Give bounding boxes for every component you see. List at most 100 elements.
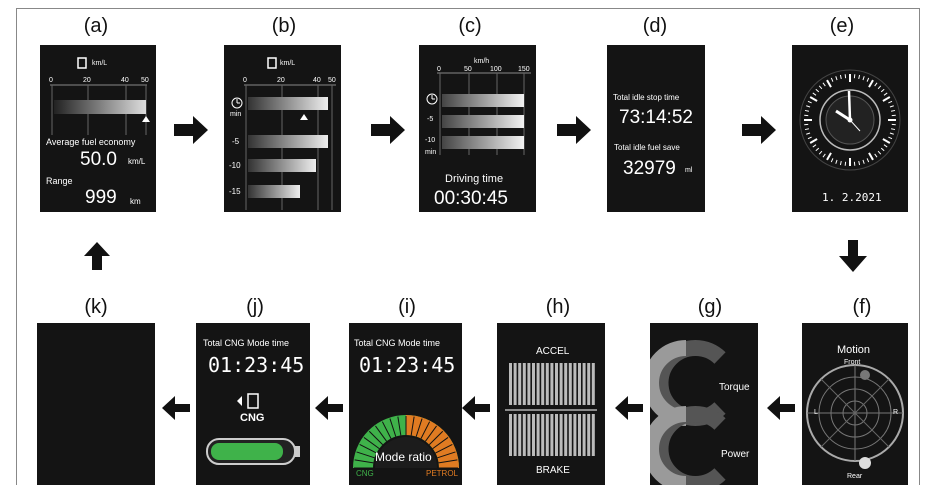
fuel-pump-icon [77,57,87,69]
speed-bar-0 [442,94,524,107]
figure-frame [16,8,920,485]
panel-i-screen: Total CNG Mode time 01:23:45 Mode ratio … [349,323,462,485]
bar-5 [248,135,328,148]
motion-front: Front [844,359,861,366]
motion-right: R [893,409,899,416]
clock-tick [877,150,882,155]
panel-b-tick-1: 20 [277,77,285,84]
panel-b-row-1: -5 [232,137,240,146]
clock-tick [874,153,878,158]
brake-bar [568,414,572,456]
panel-b-row-0: min [230,111,242,118]
clock-tick [888,100,893,104]
accel-bar [555,363,558,405]
clock-tick [880,88,885,93]
label-h: (h) [545,296,571,318]
clock-tick [812,92,817,96]
accel-bar [582,363,586,405]
petrol-label: PETROL [426,469,459,478]
panel-h-graphics [505,363,597,456]
power-label: Power [721,449,750,460]
ratio-tick [420,421,431,439]
ratio-tick [428,430,444,446]
panel-d-screen: Total idle stop time 73:14:52 Total idle… [607,45,705,212]
label-a: (a) [83,15,109,37]
brake-bar [532,414,535,456]
panel-b-screen: km/L 0 20 40 50 min -5 -10 -15 [224,45,341,212]
clock-tick [880,147,885,152]
panel-b-unit: km/L [280,60,296,67]
panel-g-screen: Torque Power [650,323,758,485]
torque-label: Torque [719,382,750,393]
panel-c-screen: km/h 0 50 100 150 -5 -10 min Driving tim… [419,45,536,212]
idle-stop-value: 73:14:52 [619,107,693,128]
brake-bar [509,414,512,456]
brake-bar [587,414,591,456]
arrow-h-to-i [462,396,490,420]
clock-tick [822,153,826,158]
brake-bar [578,414,581,456]
ratio-tick [389,418,397,437]
clock-tick [868,79,874,88]
brake-bar [555,414,558,456]
accel-bar [522,363,526,405]
motion-title: Motion [837,344,871,356]
ratio-tick [438,459,458,464]
clock-tick [883,92,888,96]
label-e: (e) [829,15,855,37]
mode-ratio-label: Mode ratio [375,450,432,464]
clock-tick [862,159,865,164]
panel-b-graphics [231,57,336,210]
clock-tick [830,77,834,82]
accel-bar [578,363,581,405]
accel-bar [591,363,595,405]
ratio-tick [363,437,380,450]
ratio-tick [375,425,388,442]
brake-bar [522,414,526,456]
brake-bar [564,414,568,456]
panel-b-tick-0: 0 [243,77,247,84]
speed-bar-2 [442,136,524,149]
clock-tick [835,159,838,164]
brake-bar [573,414,577,456]
clock-tick [809,96,818,102]
brake-bar [545,414,549,456]
accel-bar [587,363,591,405]
label-f: (f) [852,296,872,318]
motion-left: L [814,409,818,416]
clock-tick [882,138,891,144]
avg-fuel-unit: km/L [128,157,146,166]
clock-tick [818,150,823,155]
ratio-tick [381,421,392,439]
arrow-f-to-g [767,396,795,420]
panel-c-unit: km/h [474,58,490,65]
current-marker [300,114,308,120]
bar-10 [248,159,316,172]
clock-face-ring [819,89,881,151]
arrow-k-to-a [84,242,110,270]
cng-i-label: CNG [356,469,374,478]
clock-tick [839,160,842,166]
brake-bar [541,414,545,456]
panel-c-tick-3: 150 [518,66,530,73]
brake-bar [518,414,522,456]
power-gauge [650,406,726,485]
current-marker [142,116,150,122]
panel-a-tick-0: 0 [49,77,53,84]
panel-a-tick-1: 20 [83,77,91,84]
arrow-e-to-f [839,240,867,272]
ratio-tick [356,451,375,459]
motion-rear: Rear [847,473,863,480]
idle-fuel-value: 32979 [623,158,676,179]
panel-e-graphics [799,69,901,171]
accel-bar [550,363,554,405]
avg-fuel-value: 50.0 [80,149,117,170]
ratio-tick [368,430,384,446]
clock-tick [804,109,810,112]
clock-tick [835,76,838,81]
speed-bar-1 [442,115,524,128]
clock-tick [890,109,896,112]
clock-tick [882,96,891,102]
clock-tick [830,158,834,163]
